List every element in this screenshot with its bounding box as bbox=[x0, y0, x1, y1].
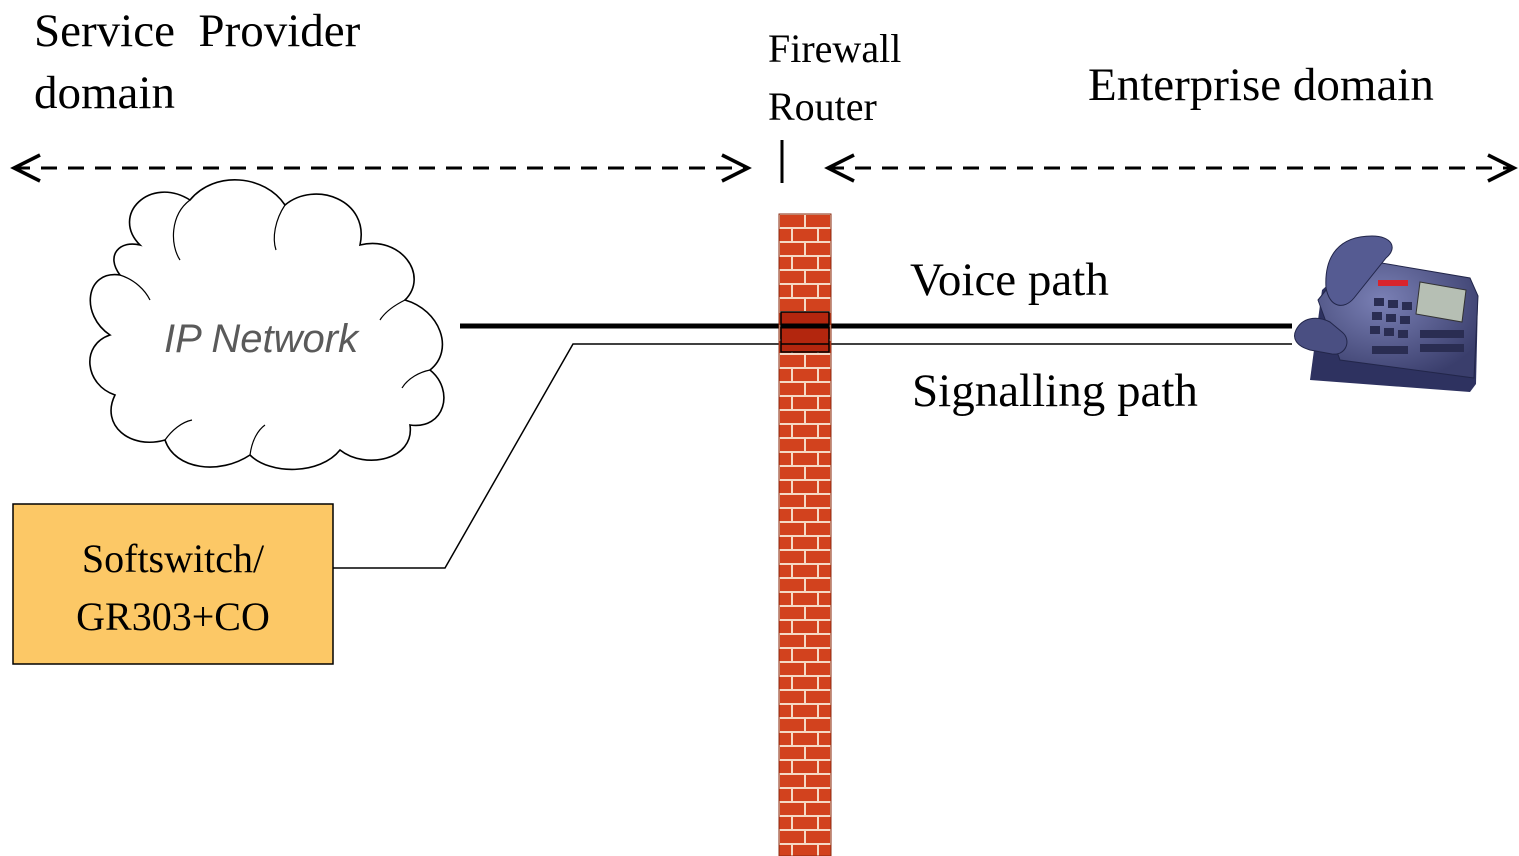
ip-network-label: IP Network bbox=[164, 317, 360, 361]
enterprise-domain-arrow bbox=[824, 153, 1518, 183]
provider-domain-arrow bbox=[10, 153, 752, 183]
provider-domain-label-line1: Service Provider bbox=[34, 5, 361, 57]
router-label: Router bbox=[768, 84, 877, 129]
voice-path-label: Voice path bbox=[910, 254, 1109, 306]
signalling-path-line bbox=[333, 343, 1292, 569]
provider-domain-label-line2: domain bbox=[34, 67, 175, 119]
softswitch-box: Softswitch/ GR303+CO bbox=[12, 503, 334, 665]
brick-wall-icon bbox=[778, 213, 832, 856]
firewall-label: Firewall bbox=[768, 26, 901, 71]
softswitch-label-line1: Softswitch/ bbox=[82, 536, 265, 581]
signalling-path-label: Signalling path bbox=[912, 365, 1198, 417]
desk-phone-icon bbox=[1294, 235, 1479, 392]
cloud-icon bbox=[89, 179, 445, 471]
softswitch-label-line2: GR303+CO bbox=[76, 594, 270, 639]
enterprise-domain-label: Enterprise domain bbox=[1088, 59, 1434, 111]
firewall-gateway bbox=[780, 311, 830, 353]
